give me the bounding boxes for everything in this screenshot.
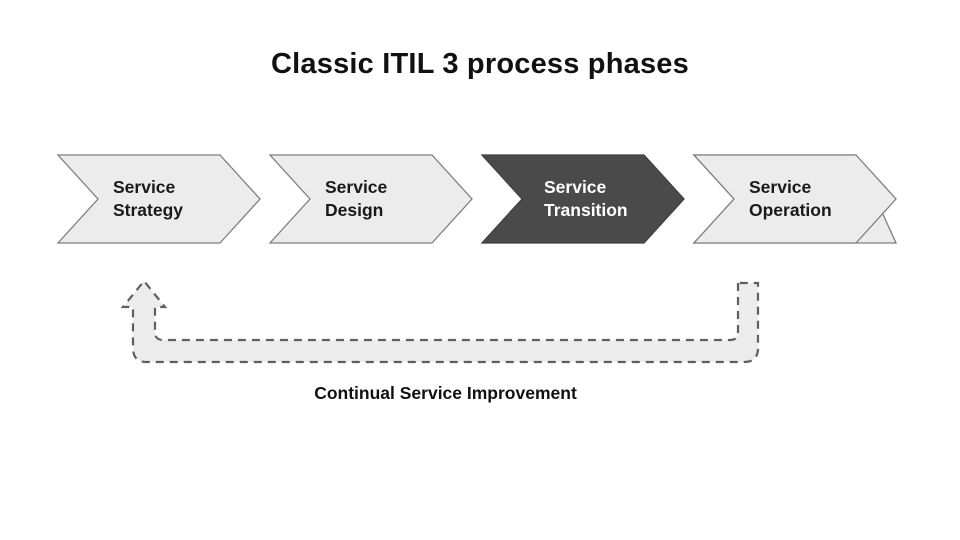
phase-label-service-operation: Service Operation [749,177,832,220]
continual-improvement-loop-arrow [120,279,760,364]
phase-label-service-design: Service Design [325,177,388,220]
chevron-service-transition [480,154,685,244]
phase-label-service-transition: Service Transition [544,177,628,220]
slide-title: Classic ITIL 3 process phases [271,48,689,80]
chevron-service-strategy [56,154,261,244]
phase-label-service-strategy: Service Strategy [113,177,184,220]
continual-service-improvement-label: Continual Service Improvement [314,383,577,403]
chevron-service-design [268,154,473,244]
chevron-service-operation [692,154,897,244]
